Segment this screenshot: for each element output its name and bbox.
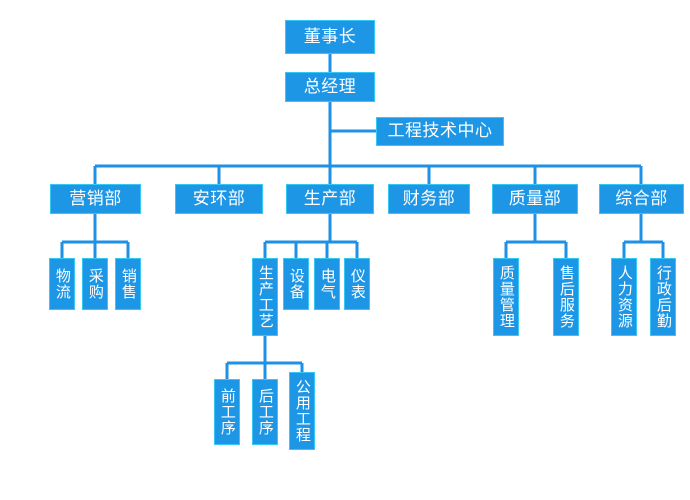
node-engineering-center[interactable]: 工程技术中心: [376, 117, 504, 146]
node-sub-instrument[interactable]: 仪表: [344, 258, 370, 310]
node-label-engineering-center: 工程技术中心: [387, 121, 493, 141]
node-chairman[interactable]: 董事长: [285, 20, 375, 54]
node-label-sub-human-resources: 人力资源: [615, 265, 633, 329]
node-label-dept-marketing: 营销部: [69, 188, 122, 208]
node-label-sub-front-process: 前工序: [218, 388, 236, 436]
node-dept-production[interactable]: 生产部: [286, 184, 374, 214]
node-sub-equipment[interactable]: 设备: [283, 258, 309, 310]
node-sub-electrical[interactable]: 电气: [314, 258, 340, 310]
node-label-dept-quality: 质量部: [508, 188, 562, 208]
node-label-chairman: 董事长: [303, 26, 357, 46]
node-label-sub-quality-mgmt: 质量管理: [497, 265, 515, 329]
node-label-sub-after-sales: 售后服务: [557, 265, 575, 329]
node-label-sub-back-process: 后工序: [256, 388, 274, 436]
node-sub-human-resources[interactable]: 人力资源: [611, 258, 637, 336]
node-sub-admin-logistics[interactable]: 行政后勤: [650, 258, 676, 336]
node-dept-safety-env[interactable]: 安环部: [175, 184, 263, 214]
node-sub-purchasing[interactable]: 采购: [82, 258, 108, 310]
node-sub-quality-mgmt[interactable]: 质量管理: [493, 258, 519, 336]
node-label-dept-safety-env: 安环部: [192, 188, 246, 208]
node-label-sub-sales: 销售: [119, 268, 137, 300]
node-dept-quality[interactable]: 质量部: [492, 184, 578, 214]
node-label-dept-general-affairs: 综合部: [615, 188, 668, 208]
node-dept-marketing[interactable]: 营销部: [50, 184, 141, 214]
node-sub-back-process[interactable]: 后工序: [252, 379, 278, 445]
node-label-dept-finance: 财务部: [402, 188, 456, 208]
node-sub-sales[interactable]: 销售: [115, 258, 141, 310]
node-label-sub-instrument: 仪表: [348, 268, 366, 300]
node-label-sub-equipment: 设备: [287, 268, 305, 300]
node-dept-finance[interactable]: 财务部: [388, 184, 470, 214]
node-general-manager[interactable]: 总经理: [285, 72, 375, 102]
node-sub-utilities[interactable]: 公用工程: [289, 372, 315, 450]
node-label-dept-production: 生产部: [303, 188, 357, 208]
node-dept-general-affairs[interactable]: 综合部: [599, 184, 684, 214]
node-label-general-manager: 总经理: [303, 76, 357, 96]
node-label-sub-admin-logistics: 行政后勤: [654, 265, 672, 329]
node-label-sub-utilities: 公用工程: [293, 379, 311, 443]
node-label-sub-logistics: 物流: [53, 268, 71, 300]
node-label-sub-process-tech: 生产工艺: [256, 265, 274, 329]
node-sub-after-sales[interactable]: 售后服务: [553, 258, 579, 336]
node-sub-front-process[interactable]: 前工序: [214, 379, 240, 445]
node-sub-process-tech[interactable]: 生产工艺: [252, 258, 278, 336]
node-label-sub-electrical: 电气: [318, 268, 336, 300]
node-sub-logistics[interactable]: 物流: [49, 258, 75, 310]
node-label-sub-purchasing: 采购: [86, 268, 104, 300]
